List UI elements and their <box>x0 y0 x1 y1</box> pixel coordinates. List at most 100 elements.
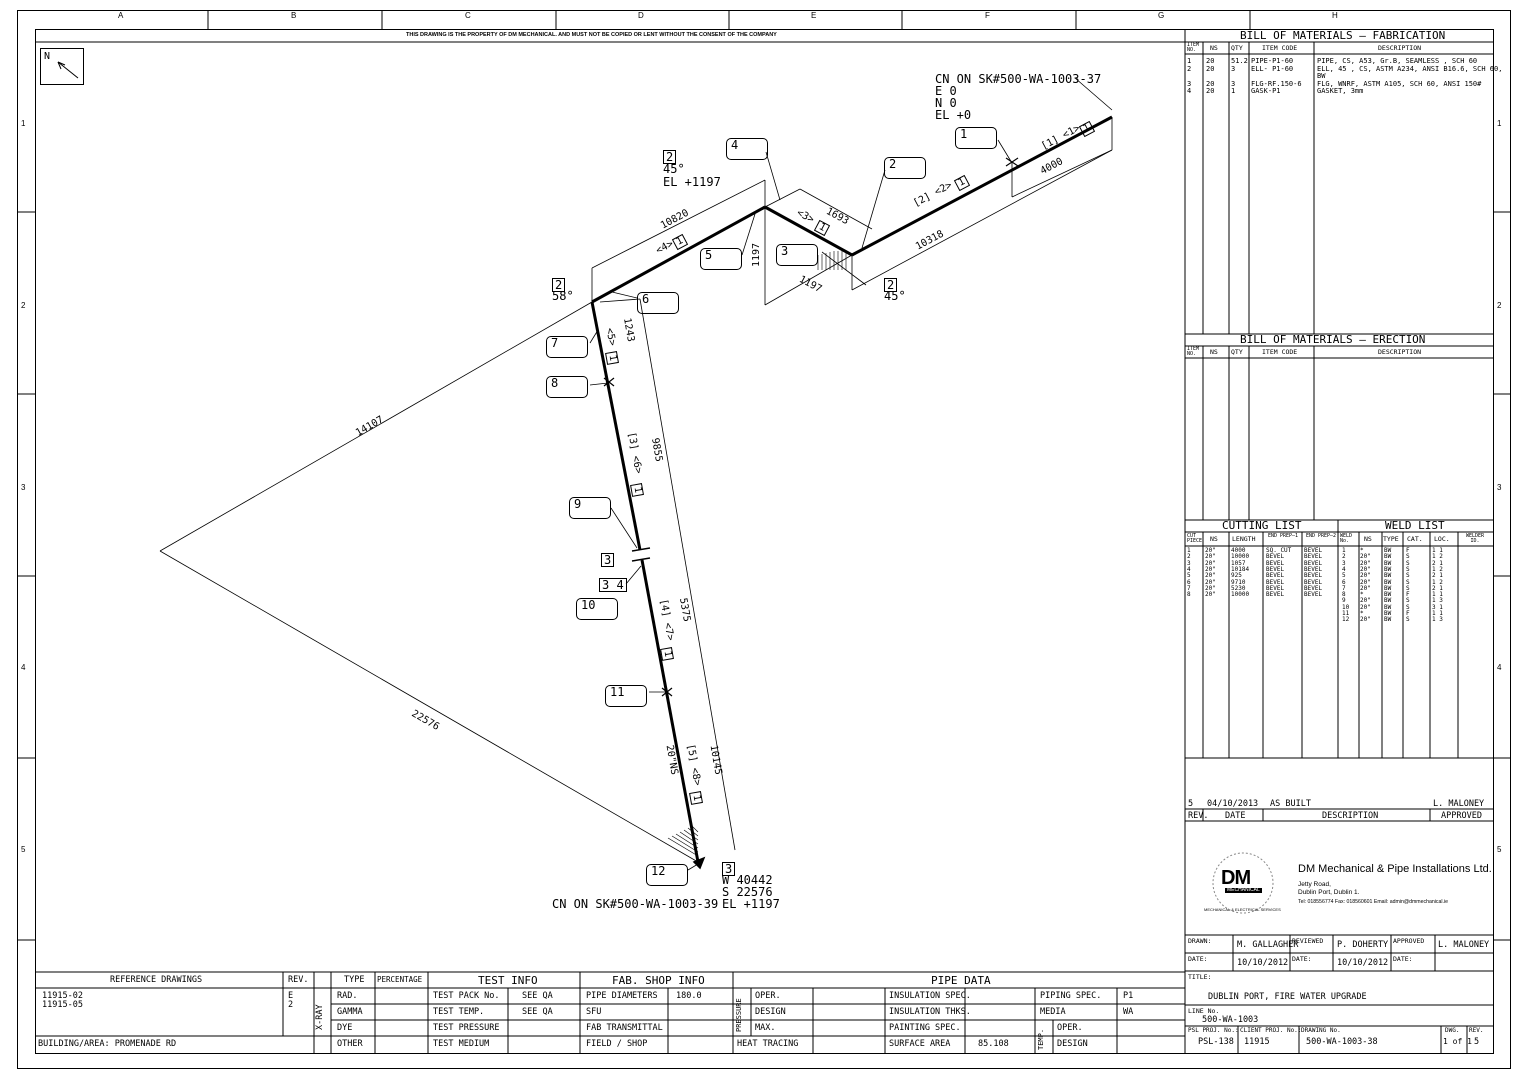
connection-top: CN ON SK#500-WA-1003-37 <box>935 72 1102 86</box>
weld-list-cell: BW <box>1384 603 1392 611</box>
row-grid <box>17 211 1511 941</box>
weld-list-cell: BW <box>1384 559 1392 567</box>
weld-header-welder: WELDER ID. <box>1465 533 1485 544</box>
weld-list-cell: 1 <box>1342 547 1346 554</box>
approved-label: APPROVED <box>1393 937 1425 945</box>
col-label-a: A <box>118 11 124 20</box>
approved-by: L. MALONEY <box>1438 940 1490 950</box>
temp-label: TEMP. <box>1037 1028 1045 1050</box>
drawn-date: 10/10/2012 <box>1237 958 1289 968</box>
rev-number: 5 <box>1188 799 1194 809</box>
bend-left-angle: 58° <box>552 289 574 303</box>
weld-list-cell: 20" <box>1360 616 1371 624</box>
test-medium-label: TEST MEDIUM <box>433 1039 490 1049</box>
callout-8: 8 <box>546 376 588 398</box>
weld-list-cell: BW <box>1384 565 1392 573</box>
col-label-f: F <box>985 11 990 20</box>
drawing-no-label: DRAWING No. <box>1301 1027 1341 1034</box>
pipe-diameters-label: PIPE DIAMETERS <box>586 991 658 1001</box>
company-name: DM Mechanical & Pipe Installations Ltd. <box>1298 863 1492 875</box>
weld-list-cell: S <box>1406 559 1410 567</box>
bom-fab-header-item: ITEM NO. <box>1187 42 1200 53</box>
cutting-list-cell: BEVEL <box>1304 559 1323 567</box>
weld-list-cell: S <box>1406 597 1410 605</box>
weld-list-cell: S <box>1406 616 1410 624</box>
line-no-label: LINE No. <box>1188 1007 1220 1015</box>
bom-fab-cell-desc: ELL, 45 , CS, ASTM A234, ANSI B16.6, SCH… <box>1317 64 1503 73</box>
cutting-list-cell: 20" <box>1205 578 1216 586</box>
bom-fab-header-desc: DESCRIPTION <box>1378 44 1422 52</box>
weld-header-ns: NS <box>1364 535 1372 543</box>
column-grid <box>207 10 1251 29</box>
cutting-list-cell: 4000 <box>1231 547 1246 554</box>
bom-fab-cell-qty: 3 <box>1231 79 1236 88</box>
rev-header-date: DATE <box>1225 811 1246 821</box>
connection-top-e: E 0 <box>935 84 957 98</box>
row-label-3: 3 <box>21 483 26 492</box>
reviewed-label: REVIEWED <box>1292 937 1324 945</box>
cutting-list-cell: BEVEL <box>1266 565 1285 573</box>
weld-list-cell: 12 <box>1342 616 1350 624</box>
cutting-list-cell: BEVEL <box>1304 572 1323 580</box>
bom-fab-cell-ns: 20 <box>1206 87 1215 95</box>
bom-fab-cell-code: FLG-RF.150-6 <box>1251 79 1302 88</box>
xray-label: X-RAY <box>315 1004 325 1030</box>
weld-list-cell: BW <box>1384 616 1392 624</box>
bom-erect-header-item: ITEM NO. <box>1187 346 1200 357</box>
callout-7: 7 <box>546 336 588 358</box>
callout-12: 12 <box>646 864 688 886</box>
callout-9: 9 <box>569 497 611 519</box>
weld-header-loc: LOC. <box>1434 535 1450 543</box>
weld-list-cell: 20" <box>1360 584 1371 592</box>
bom-fab-cell-desc: PIPE, CS, A53, Gr.B, SEAMLESS , SCH 60 <box>1317 57 1478 65</box>
weld-list-cell: 10 <box>1342 603 1350 611</box>
callout-4: 4 <box>726 138 768 160</box>
dwg-label: DWG. <box>1445 1027 1460 1034</box>
cutting-list-cell: 925 <box>1231 572 1242 580</box>
callout-6: 6 <box>637 292 679 314</box>
test-pack-label: TEST PACK No. <box>433 991 500 1001</box>
weld-list-cell: 1 1 <box>1432 610 1443 617</box>
rev-header-desc: DESCRIPTION <box>1322 811 1379 821</box>
col-label-c: C <box>465 11 471 20</box>
weld-list-cell: BW <box>1384 597 1392 605</box>
rev-description: AS BUILT <box>1270 799 1311 809</box>
cutting-list-cell: 1057 <box>1231 559 1246 567</box>
cut-header-piece: CUT PIECE <box>1187 533 1203 544</box>
bom-fab-header-ns: NS <box>1210 44 1218 52</box>
dwg-sheet: 1 of 1 <box>1443 1037 1472 1046</box>
bend-top-number: 2 <box>663 150 677 164</box>
weld-list-cell: 3 1 <box>1432 603 1443 611</box>
drawing-title: DUBLIN PORT, FIRE WATER UPGRADE <box>1208 992 1367 1002</box>
cutting-list-cell: BEVEL <box>1266 591 1285 599</box>
weld-list-cell: S <box>1406 603 1410 611</box>
cutting-list-cell: 10000 <box>1231 591 1250 599</box>
cutting-list-cell: 20" <box>1205 584 1216 592</box>
weld-list-cell: 1 3 <box>1432 597 1443 605</box>
cutting-list-cell: BEVEL <box>1304 547 1323 554</box>
title-label: TITLE: <box>1188 973 1212 981</box>
bom-fab-cell-item: 3 <box>1187 79 1192 88</box>
date-label-1: DATE: <box>1188 955 1208 963</box>
cutting-list-cell: BEVEL <box>1304 578 1323 586</box>
bom-erect-header-desc: DESCRIPTION <box>1378 348 1422 356</box>
type-gamma: GAMMA <box>337 1007 363 1017</box>
col-label-b: B <box>291 11 297 20</box>
cutting-list-cell: BEVEL <box>1266 572 1285 580</box>
coord-s: S 22576 <box>722 885 773 899</box>
ref-rev-title: REV. <box>288 975 309 985</box>
weld-list-cell: 7 <box>1342 584 1346 592</box>
segment-box-6: 1 <box>630 483 644 497</box>
cutting-list-cell: 10000 <box>1231 553 1250 561</box>
col-label-h: H <box>1332 11 1338 20</box>
weld-box-34: 3 4 <box>599 578 627 592</box>
weld-list-cell: 1 3 <box>1432 616 1443 624</box>
percentage-title: PERCENTAGE <box>377 975 423 984</box>
bend-top-angle: 45° <box>663 162 685 176</box>
weld-list-cell: BW <box>1384 578 1392 586</box>
building-area: BUILDING/AREA: PROMENADE RD <box>38 1039 177 1049</box>
callout-3: 3 <box>776 244 818 266</box>
weld-header-no: WELD No. <box>1340 533 1353 544</box>
end-fitting-box: 3 <box>722 862 736 876</box>
